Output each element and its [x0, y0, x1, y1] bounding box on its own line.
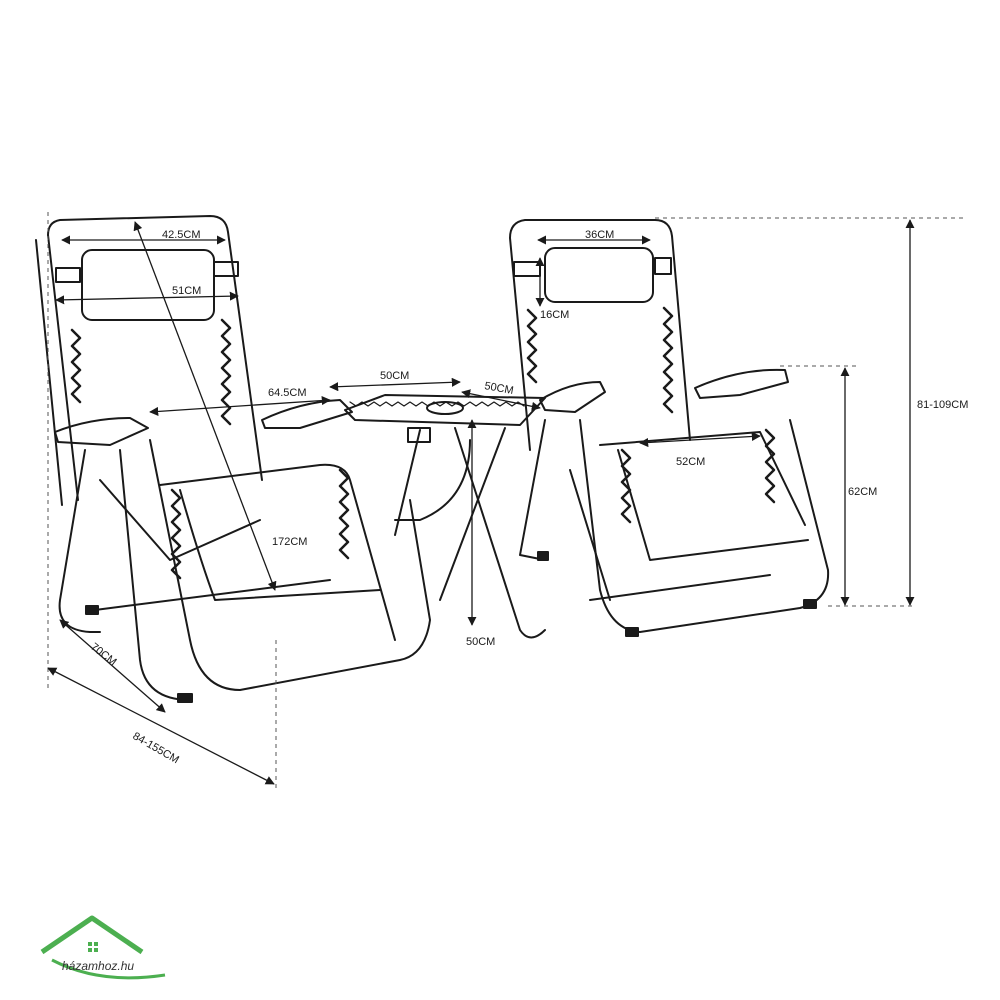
- label-seat-depth: 52CM: [676, 456, 705, 468]
- label-total-height: 81-109CM: [917, 399, 968, 411]
- side-table: [344, 394, 546, 639]
- label-table-width: 50CM: [380, 370, 409, 382]
- label-depth: 70CM: [88, 641, 119, 669]
- label-chair-length: 172CM: [272, 536, 307, 548]
- label-table-depth: 50CM: [483, 380, 514, 397]
- label-pillow-height: 16CM: [540, 309, 569, 321]
- right-chair: [509, 219, 830, 637]
- label-seat-height: 62CM: [848, 486, 877, 498]
- label-table-height: 50CM: [466, 636, 495, 648]
- logo-text: házamhoz.hu: [62, 959, 134, 973]
- reference-dashes: [47, 212, 965, 790]
- label-recline-length: 84-155CM: [131, 730, 181, 766]
- label-armrest-height: 64.5CM: [268, 387, 307, 399]
- left-chair: [35, 215, 431, 703]
- label-seat-width: 51CM: [172, 285, 201, 297]
- house-roof-icon: [40, 915, 166, 980]
- label-headrest-width: 42.5CM: [162, 229, 201, 241]
- label-pillow-width: 36CM: [585, 229, 614, 241]
- dimension-arrows: [47, 219, 915, 785]
- brand-logo: házamhoz.hu: [40, 915, 166, 980]
